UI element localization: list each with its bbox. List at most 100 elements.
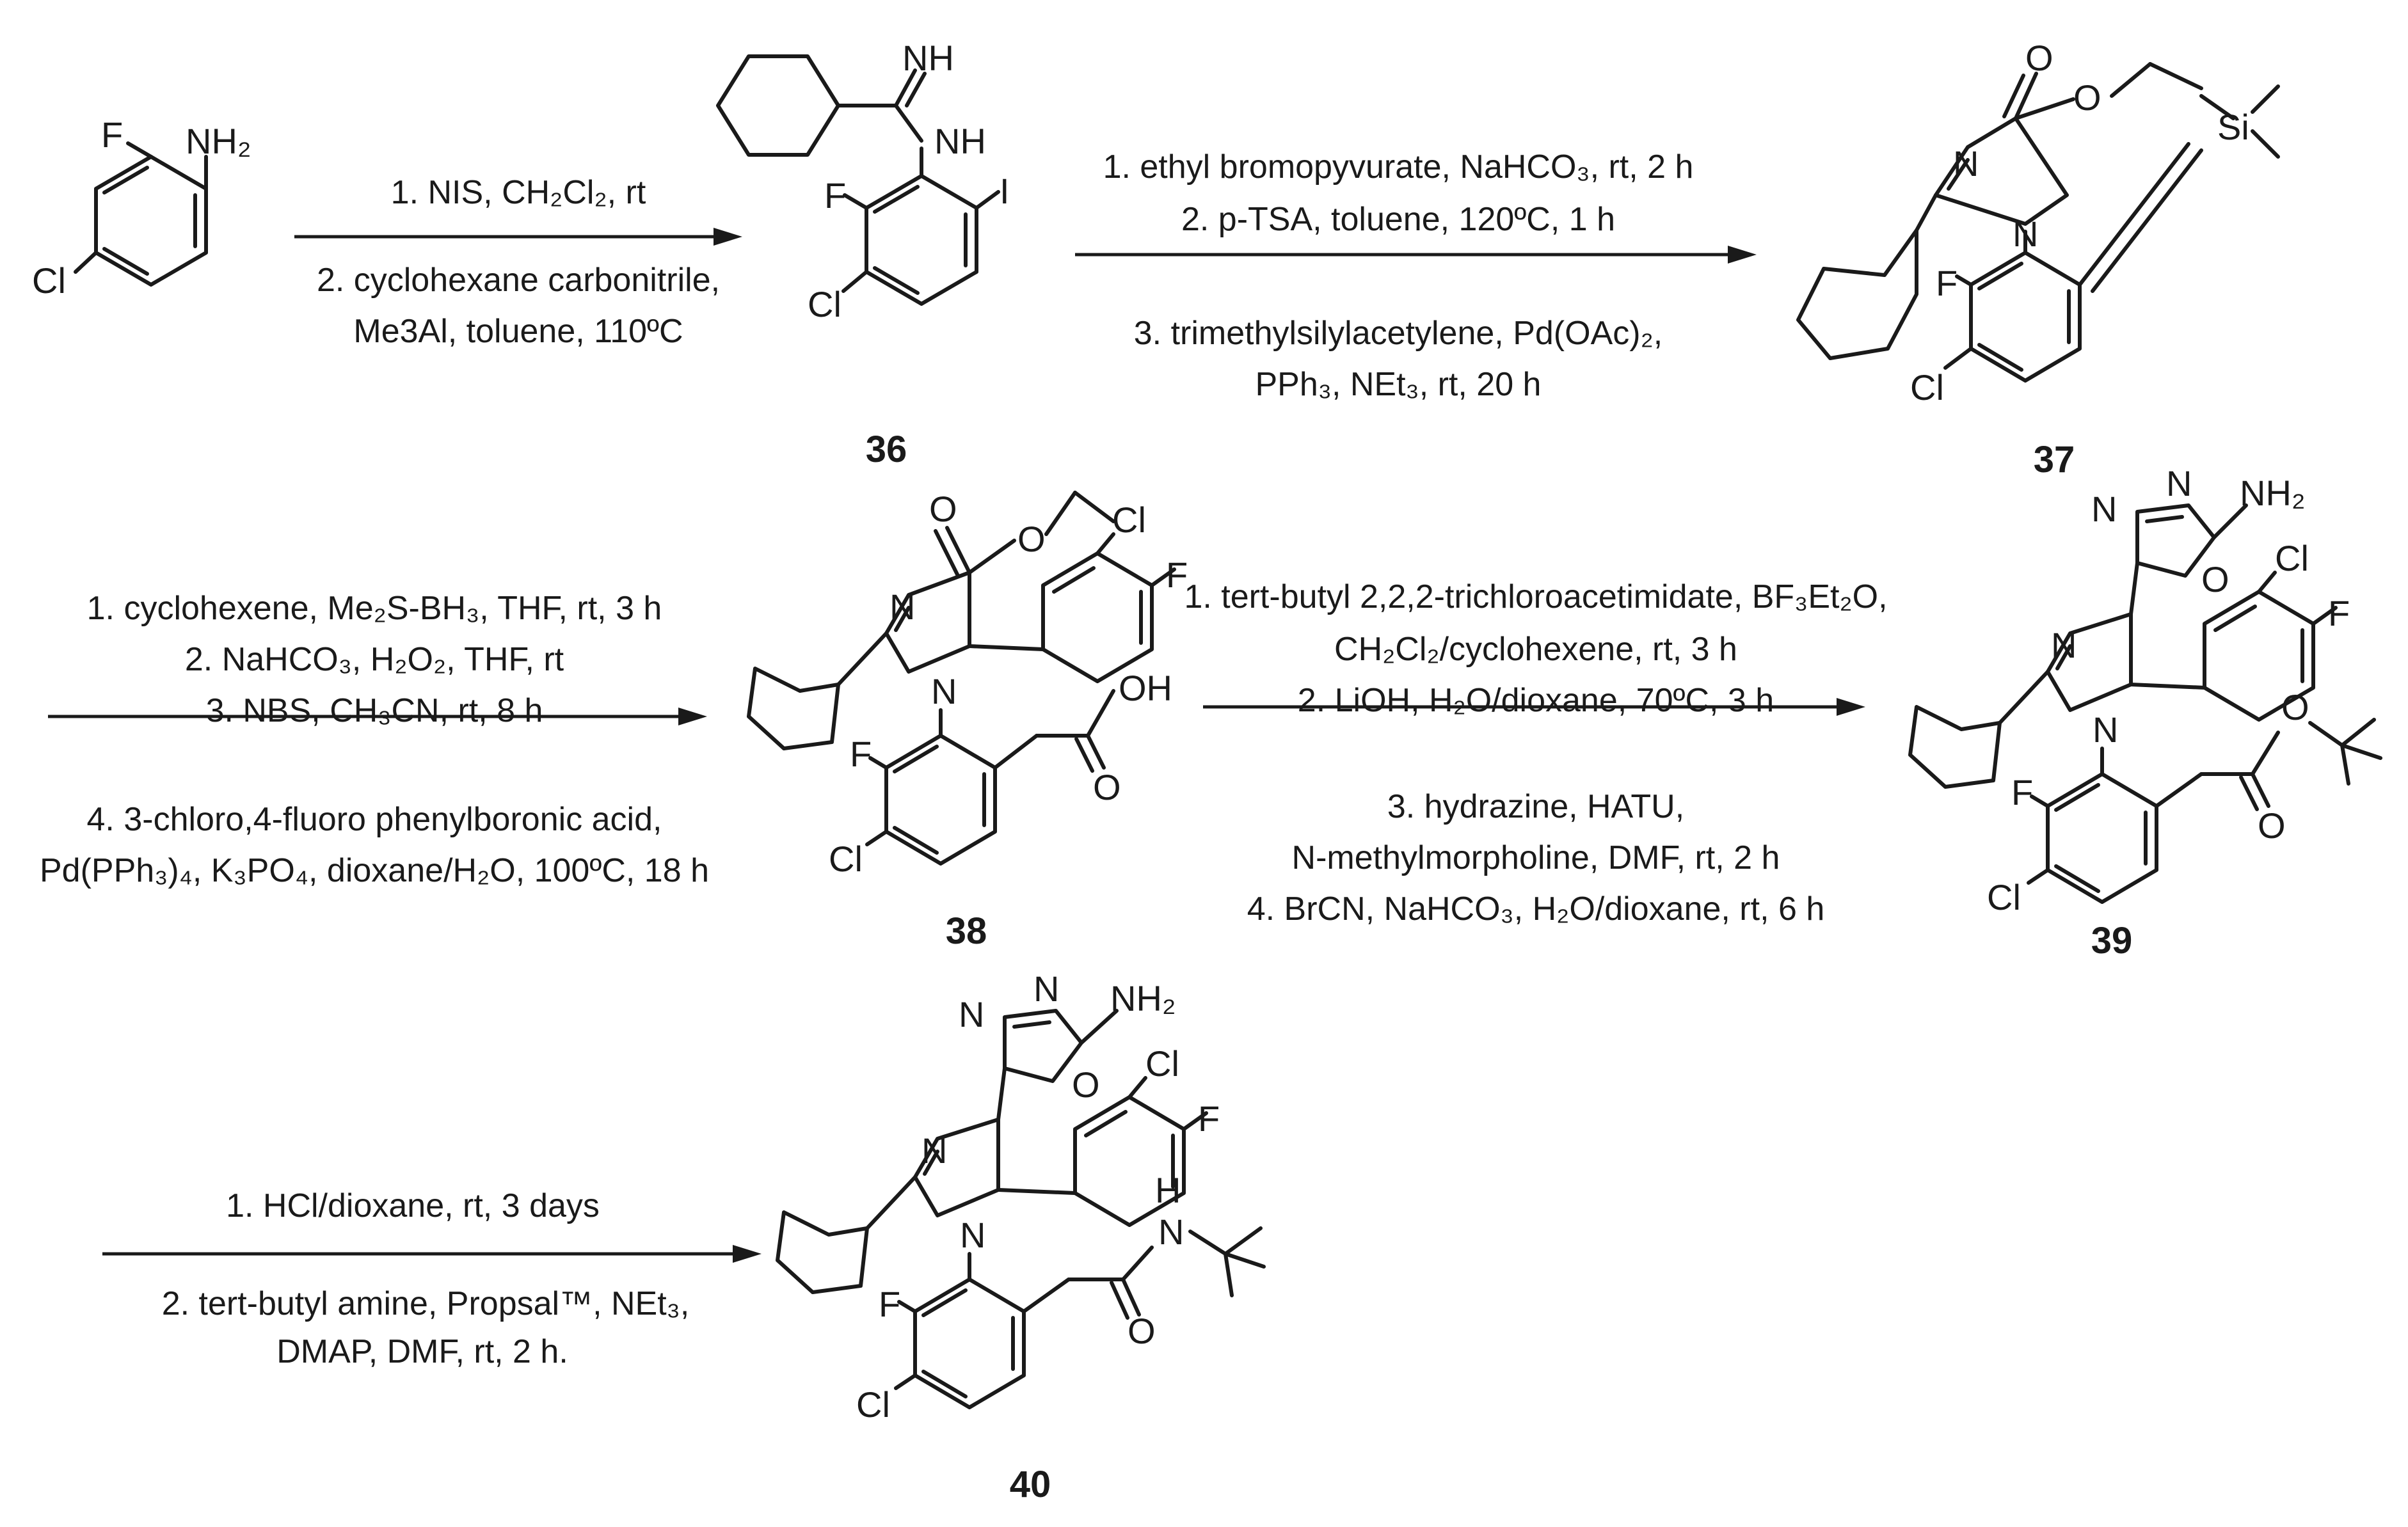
- cyclohexyl-ring: [747, 667, 840, 750]
- compound-38: O O Cl F N N OH O F Cl 38: [747, 489, 1188, 952]
- imidazole-n3-label: N: [921, 1130, 947, 1171]
- ester-o-label: O: [2073, 77, 2101, 118]
- step5-condition-2: 2. tert-butyl amine, Propsal™, NEt₃,: [162, 1285, 690, 1322]
- compound-number-37: 37: [2034, 439, 2075, 480]
- step4-condition-1: 1. tert-butyl 2,2,2-trichloroacetimidate…: [1184, 578, 1887, 615]
- cyclohexyl-ring: [776, 1210, 869, 1294]
- step5-condition-3: DMAP, DMF, rt, 2 h.: [276, 1333, 568, 1370]
- carbonyl-o-label: O: [929, 489, 957, 529]
- step2-condition-4: PPh₃, NEt₃, rt, 20 h: [1256, 366, 1542, 403]
- compound-number-40: 40: [1010, 1464, 1051, 1505]
- reaction-arrow-5: 1. HCl/dioxane, rt, 3 days 2. tert-butyl…: [102, 1187, 761, 1370]
- step4-condition-6: 4. BrCN, NaHCO₃, H₂O/dioxane, rt, 6 h: [1247, 890, 1825, 928]
- step1-condition-3: Me3Al, toluene, 110ºC: [353, 313, 683, 350]
- step3-condition-2: 2. NaHCO₃, H₂O₂, THF, rt: [185, 641, 564, 678]
- chloro-label: Cl: [1987, 877, 2021, 917]
- oxadiazole-n-label-1: N: [2091, 489, 2117, 529]
- oxadiazole-o-label: O: [2201, 559, 2229, 599]
- imidazole-n1-label: N: [931, 671, 957, 711]
- chloro-label: Cl: [829, 839, 863, 879]
- reaction-arrow-4: 1. tert-butyl 2,2,2-trichloroacetimidate…: [1184, 578, 1887, 928]
- aryl-ring: [1969, 251, 2082, 383]
- acid-o-label: O: [1093, 767, 1121, 807]
- compound-number-36: 36: [866, 429, 907, 470]
- step4-condition-3: 2. LiOH, H₂O/dioxane, 70ºC, 3 h: [1298, 682, 1774, 719]
- step4-condition-5: N-methylmorpholine, DMF, rt, 2 h: [1292, 839, 1780, 876]
- imidazole-n3-label: N: [1953, 143, 1979, 184]
- imidazole-n1-label: N: [2013, 214, 2038, 254]
- step3-condition-4: 4. 3-chloro,4-fluoro phenylboronic acid,: [87, 801, 662, 838]
- amidine-nh-label: NH: [934, 121, 986, 161]
- compound-36: NH NH I F Cl 36: [716, 38, 1010, 470]
- imine-label: NH: [902, 38, 954, 78]
- aryl-ring: [2046, 772, 2158, 904]
- step1-condition-1: 1. NIS, CH₂Cl₂, rt: [391, 174, 646, 211]
- aryl-chloro-label: Cl: [2275, 538, 2309, 578]
- fluoro-label: F: [2011, 772, 2033, 812]
- compound-number-38: 38: [946, 910, 987, 952]
- cyclohexyl-ring: [1908, 705, 2002, 789]
- reaction-arrow-3: 1. cyclohexene, Me₂S-BH₃, THF, rt, 3 h 2…: [40, 590, 709, 889]
- amine-label: NH₂: [1110, 978, 1176, 1018]
- step3-condition-3: 3. NBS, CH₃CN, rt, 8 h: [206, 692, 543, 729]
- benzene-ring: [94, 155, 208, 287]
- fluoro-label: F: [1936, 263, 1957, 303]
- amide-n-label: N: [1158, 1212, 1184, 1252]
- aryl-chloro-label: Cl: [1145, 1043, 1179, 1084]
- starting-material: NH₂ F Cl: [32, 115, 251, 301]
- imidazole-ring: [913, 1118, 1000, 1217]
- fluoro-label: F: [850, 734, 872, 774]
- aryl-fluoro-label: F: [1166, 555, 1188, 595]
- amine-label: NH₂: [186, 121, 251, 161]
- step4-condition-4: 3. hydrazine, HATU,: [1387, 788, 1684, 825]
- cyclohexyl-ring: [1796, 228, 1918, 360]
- aryl-fluoro-label: F: [2328, 593, 2350, 633]
- aryl-chloro-label: Cl: [1112, 500, 1146, 540]
- fluoro-label: F: [824, 175, 846, 216]
- compound-37: O O N N Si F Cl 37: [1796, 38, 2280, 480]
- imidazole-ring: [2046, 612, 2133, 712]
- amide-o-label: O: [1128, 1311, 1156, 1351]
- chloro-label: Cl: [1910, 367, 1944, 407]
- step1-condition-2: 2. cyclohexane carbonitrile,: [317, 262, 720, 299]
- aryl-ring: [913, 1278, 1026, 1409]
- compound-39: N N NH₂ O Cl F N N O O F Cl 39: [1908, 463, 2382, 961]
- aryl-ring: [884, 734, 997, 866]
- imidazole-ring: [1934, 116, 2069, 226]
- step2-condition-3: 3. trimethylsilylacetylene, Pd(OAc)₂,: [1134, 315, 1662, 352]
- step4-condition-2: CH₂Cl₂/cyclohexene, rt, 3 h: [1334, 631, 1737, 668]
- imidazole-n1-label: N: [960, 1215, 985, 1255]
- ester-o-label: O: [2281, 687, 2309, 727]
- fluorochlorophenyl-ring: [1041, 551, 1154, 683]
- compound-number-39: 39: [2091, 920, 2133, 961]
- fluoro-label: F: [879, 1284, 900, 1324]
- reaction-arrow-2: 1. ethyl bromopyvurate, NaHCO₃, rt, 2 h …: [1075, 148, 1757, 403]
- amide-h-label: H: [1155, 1170, 1181, 1210]
- oxadiazole-n-label-2: N: [2166, 463, 2192, 503]
- reaction-arrow-1: 1. NIS, CH₂Cl₂, rt 2. cyclohexane carbon…: [294, 174, 742, 350]
- step3-condition-5: Pd(PPh₃)₄, K₃PO₄, dioxane/H₂O, 100ºC, 18…: [40, 852, 709, 889]
- carbonyl-o-label: O: [2258, 805, 2286, 846]
- step2-condition-2: 2. p-TSA, toluene, 120ºC, 1 h: [1181, 201, 1615, 238]
- amine-label: NH₂: [2240, 473, 2306, 513]
- imidazole-n3-label: N: [2051, 625, 2077, 665]
- step5-condition-1: 1. HCl/dioxane, rt, 3 days: [226, 1187, 600, 1224]
- imidazole-n3-label: N: [889, 587, 915, 627]
- imidazole-ring: [884, 571, 971, 674]
- oxadiazole-n-label-1: N: [959, 994, 984, 1034]
- step2-condition-1: 1. ethyl bromopyvurate, NaHCO₃, rt, 2 h: [1103, 148, 1694, 186]
- acid-oh-label: OH: [1119, 668, 1172, 708]
- imidazole-n1-label: N: [2093, 709, 2118, 750]
- aryl-ring: [865, 174, 978, 306]
- chloro-label: Cl: [808, 284, 841, 324]
- iodo-label: I: [1000, 171, 1010, 211]
- ester-o-label: O: [1017, 519, 1046, 559]
- oxadiazole-ring: [1003, 1009, 1083, 1083]
- cyclohexyl-ring: [716, 54, 840, 157]
- oxadiazole-o-label: O: [1072, 1064, 1100, 1105]
- carbonyl-o-label: O: [2025, 38, 2053, 78]
- fluoro-label: F: [101, 115, 123, 155]
- oxadiazole-n-label-2: N: [1033, 969, 1059, 1009]
- step3-condition-1: 1. cyclohexene, Me₂S-BH₃, THF, rt, 3 h: [87, 590, 662, 627]
